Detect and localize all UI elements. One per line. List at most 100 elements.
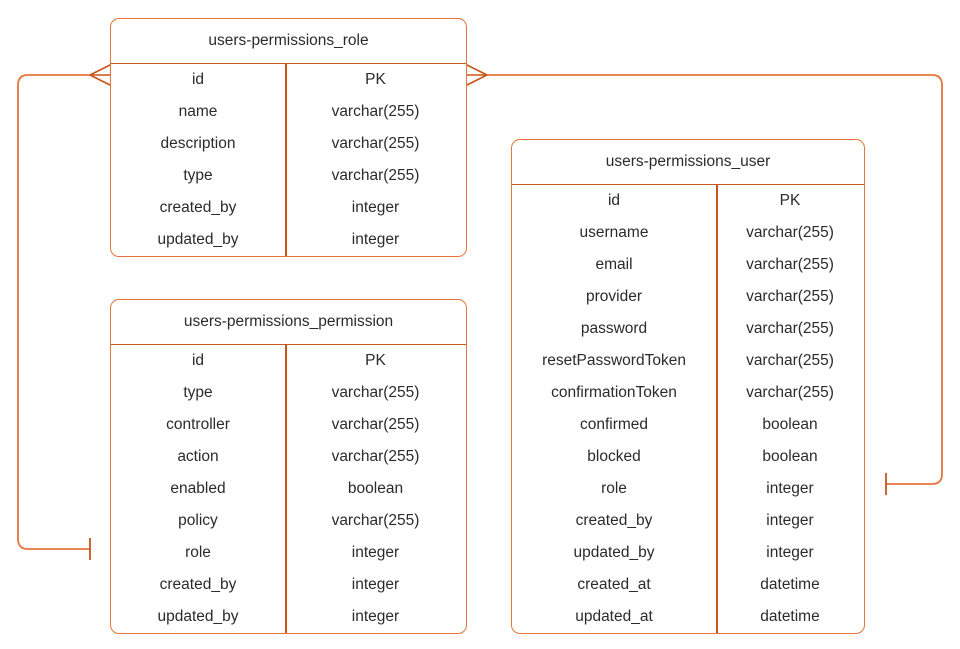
field-row[interactable]: provider varchar(255)	[512, 281, 864, 313]
field-type: integer	[766, 544, 814, 561]
cardinality-many-crowsfoot	[464, 63, 488, 87]
field-row[interactable]: updated_at datetime	[512, 601, 864, 633]
field-type: integer	[351, 199, 400, 216]
field-row[interactable]: type varchar(255)	[111, 377, 466, 409]
field-type: datetime	[760, 576, 820, 593]
field-row[interactable]: password varchar(255)	[512, 313, 864, 345]
field-type: varchar(255)	[331, 416, 420, 433]
field-type: integer	[766, 480, 814, 497]
field-type: varchar(255)	[746, 256, 834, 273]
field-type: integer	[351, 544, 400, 561]
field-row[interactable]: blocked boolean	[512, 441, 864, 473]
field-name: role	[185, 544, 211, 561]
field-row[interactable]: role integer	[111, 537, 466, 569]
field-name: enabled	[170, 480, 226, 497]
field-row[interactable]: email varchar(255)	[512, 249, 864, 281]
field-row[interactable]: created_at datetime	[512, 569, 864, 601]
field-row[interactable]: id PK	[111, 64, 466, 96]
entity-fields-user: id PK username varchar(255) email varchar(255…	[512, 185, 864, 633]
field-name: username	[579, 224, 649, 241]
field-type: integer	[351, 231, 400, 248]
field-type: varchar(255)	[746, 320, 834, 337]
field-row[interactable]: created_by integer	[111, 192, 466, 224]
field-name: name	[178, 103, 218, 120]
field-name: type	[183, 384, 213, 401]
field-name: provider	[586, 288, 642, 305]
field-type: PK	[365, 352, 386, 369]
field-row[interactable]: name varchar(255)	[111, 96, 466, 128]
entity-fields-permission: id PK type varchar(255) controller varchar(25…	[111, 345, 466, 633]
crowsfoot-prong	[464, 63, 488, 76]
field-row[interactable]: created_by integer	[512, 505, 864, 537]
field-name: confirmed	[579, 416, 649, 433]
crowsfoot-prong	[89, 63, 113, 76]
entity-title-user: users-permissions_user	[512, 140, 864, 185]
field-name: updated_by	[157, 608, 239, 625]
field-name: controller	[166, 416, 230, 433]
field-name: role	[601, 480, 627, 497]
field-type: boolean	[762, 448, 818, 465]
field-name: updated_by	[573, 544, 655, 561]
field-row[interactable]: type varchar(255)	[111, 160, 466, 192]
column-divider	[285, 64, 287, 256]
field-row[interactable]: id PK	[512, 185, 864, 217]
field-type: varchar(255)	[331, 448, 420, 465]
field-type: varchar(255)	[746, 224, 834, 241]
field-name: updated_at	[575, 608, 653, 625]
crowsfoot-prong	[464, 74, 488, 87]
field-name: action	[177, 448, 219, 465]
field-name: email	[595, 256, 633, 273]
field-name: created_by	[575, 512, 653, 529]
field-type: integer	[766, 512, 814, 529]
field-type: varchar(255)	[746, 288, 834, 305]
field-type: varchar(255)	[746, 352, 834, 369]
field-name: id	[191, 352, 205, 369]
field-type: varchar(255)	[331, 167, 420, 184]
field-name: confirmationToken	[551, 384, 677, 401]
column-divider	[716, 185, 718, 633]
field-type: datetime	[760, 608, 820, 625]
field-type: PK	[365, 71, 386, 88]
field-row[interactable]: username varchar(255)	[512, 217, 864, 249]
field-row[interactable]: description varchar(255)	[111, 128, 466, 160]
field-row[interactable]: action varchar(255)	[111, 441, 466, 473]
field-type: varchar(255)	[331, 384, 420, 401]
column-divider	[285, 345, 287, 633]
field-type: varchar(255)	[331, 103, 420, 120]
field-type: PK	[779, 192, 801, 209]
field-name: blocked	[587, 448, 641, 465]
field-row[interactable]: confirmationToken varchar(255)	[512, 377, 864, 409]
field-row[interactable]: role integer	[512, 473, 864, 505]
field-name: type	[183, 167, 213, 184]
field-row[interactable]: controller varchar(255)	[111, 409, 466, 441]
entity-fields-role: id PK name varchar(255) description varchar(2…	[111, 64, 466, 256]
field-type: boolean	[347, 480, 404, 497]
field-type: integer	[351, 608, 400, 625]
field-name: id	[191, 71, 205, 88]
field-row[interactable]: enabled boolean	[111, 473, 466, 505]
field-row[interactable]: updated_by integer	[111, 601, 466, 633]
entity-title-permission: users-permissions_permission	[111, 300, 466, 345]
field-type: varchar(255)	[746, 384, 834, 401]
field-type: varchar(255)	[331, 512, 420, 529]
field-name: password	[580, 320, 648, 337]
field-name: created_at	[577, 576, 651, 593]
entity-title-role: users-permissions_role	[111, 19, 466, 64]
field-name: created_by	[159, 199, 237, 216]
field-name: description	[160, 135, 236, 152]
field-type: varchar(255)	[331, 135, 420, 152]
field-row[interactable]: id PK	[111, 345, 466, 377]
field-row[interactable]: updated_by integer	[512, 537, 864, 569]
cardinality-many-crowsfoot	[89, 63, 113, 87]
field-name: id	[607, 192, 621, 209]
relationship-permission-role[interactable]	[17, 63, 113, 560]
